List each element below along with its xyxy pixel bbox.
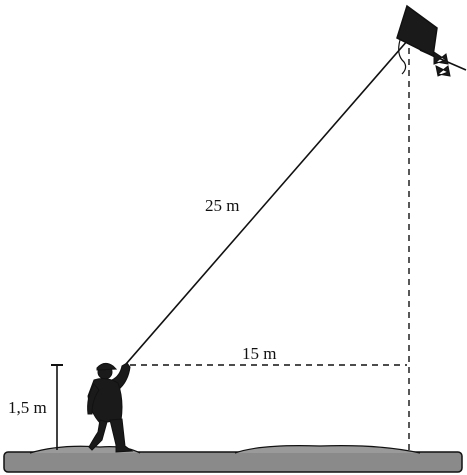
hand-height-marker [51, 364, 63, 450]
string-length-label: 25 m [205, 196, 239, 215]
kite-string-line [125, 39, 409, 365]
ground-strip [3, 451, 463, 473]
person-left-arm [87, 383, 100, 415]
kite-tail-bow-2 [435, 65, 451, 77]
kite-tail-bow-1 [433, 51, 449, 65]
person-silhouette [87, 362, 134, 453]
grass-mound-right [234, 445, 421, 454]
kite-tail-line [419, 49, 467, 71]
person-right-leg [109, 418, 134, 453]
hand-height-label: 1,5 m [8, 398, 47, 417]
person-left-leg [88, 419, 108, 451]
horizontal-distance-label: 15 m [242, 344, 276, 363]
person-cap [96, 362, 118, 371]
ground [3, 445, 463, 473]
kite-dangling-string [398, 39, 407, 75]
kite-body [396, 4, 438, 58]
kite [396, 4, 467, 77]
